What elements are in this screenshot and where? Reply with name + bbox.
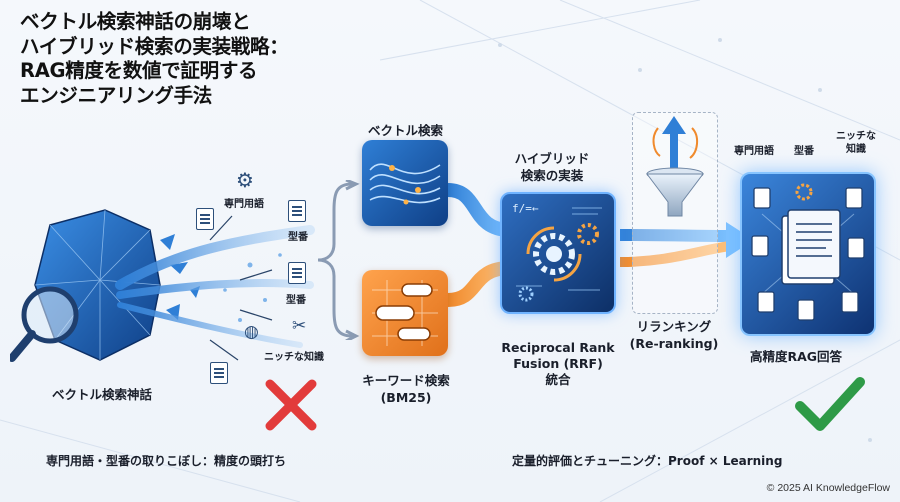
keyword-search-label: キーワード検索 (BM25) bbox=[350, 372, 462, 406]
reranking-label: リランキング (Re-ranking) bbox=[614, 318, 734, 352]
hybrid-card: f/=← bbox=[500, 192, 616, 314]
result-tag-terms: 専門用語 bbox=[734, 146, 774, 157]
left-footer: 専門用語・型番の取りこぼし：精度の頭打ち bbox=[46, 454, 287, 468]
rrf-line3: 統合 bbox=[545, 372, 571, 387]
document-icon bbox=[288, 262, 306, 284]
document-icon bbox=[196, 208, 214, 230]
tag-model-1: 型番 bbox=[288, 232, 308, 243]
gear-icon: ⚙ bbox=[236, 168, 254, 192]
document-icon bbox=[210, 362, 228, 384]
page-title: ベクトル検索神話の崩壊と ハイブリッド検索の実装戦略： RAG精度を数値で証明す… bbox=[20, 10, 360, 108]
reranking-line1: リランキング bbox=[636, 319, 712, 334]
tag-niche: ニッチな知識 bbox=[264, 352, 324, 363]
result-tag-niche-line1: ニッチな bbox=[836, 131, 876, 142]
reranking-line2: (Re-ranking) bbox=[629, 336, 719, 351]
globe-icon: ◍ bbox=[244, 322, 259, 342]
title-line-1: ベクトル検索神話の崩壊と bbox=[20, 10, 251, 33]
gears-icon bbox=[516, 207, 602, 302]
keyword-search-card bbox=[362, 270, 448, 356]
title-line-4: エンジニアリング手法 bbox=[20, 83, 213, 107]
result-card bbox=[740, 172, 876, 336]
tag-model-2: 型番 bbox=[286, 295, 306, 306]
formula-text: f/=← bbox=[512, 202, 539, 215]
hybrid-label-line1: ハイブリッド bbox=[514, 151, 590, 166]
split-bracket bbox=[317, 180, 360, 340]
result-tag-niche: ニッチな 知識 bbox=[826, 130, 886, 156]
cross-icon bbox=[265, 379, 317, 431]
keyword-match-icon bbox=[372, 280, 438, 346]
check-icon bbox=[795, 377, 865, 431]
tools-icon: ✂ bbox=[292, 316, 307, 336]
result-tag-niche-line2: 知識 bbox=[846, 144, 866, 155]
result-tag-model: 型番 bbox=[794, 146, 814, 157]
right-footer: 定量的評価とチューニング：Proof × Learning bbox=[512, 454, 783, 468]
result-caption: 高精度RAG回答 bbox=[750, 349, 843, 364]
result-documents-icon bbox=[751, 183, 865, 321]
rrf-label: Reciprocal Rank Fusion (RRF) 統合 bbox=[478, 340, 638, 388]
keyword-search-subtitle: (BM25) bbox=[380, 390, 432, 405]
vector-myth-graphic bbox=[10, 209, 315, 362]
document-icon bbox=[288, 200, 306, 222]
wave-icon bbox=[369, 163, 441, 205]
rrf-line1: Reciprocal Rank bbox=[501, 340, 615, 355]
keyword-search-title: キーワード検索 bbox=[362, 373, 450, 388]
tag-terms: 専門用語 bbox=[224, 199, 264, 210]
funnel-icon bbox=[646, 116, 704, 217]
hybrid-label-line2: 検索の実装 bbox=[520, 168, 584, 183]
copyright: © 2025 AI KnowledgeFlow bbox=[766, 482, 890, 494]
hybrid-label: ハイブリッド 検索の実装 bbox=[498, 150, 606, 184]
title-line-2: ハイブリッド検索の実装戦略： bbox=[20, 34, 289, 58]
vector-myth-caption: ベクトル検索神話 bbox=[52, 387, 153, 402]
title-line-3: RAG精度を数値で証明する bbox=[20, 59, 258, 82]
vector-search-label: ベクトル検索 bbox=[368, 123, 444, 138]
vector-search-card bbox=[362, 140, 448, 226]
rrf-line2: Fusion (RRF) bbox=[513, 356, 603, 371]
